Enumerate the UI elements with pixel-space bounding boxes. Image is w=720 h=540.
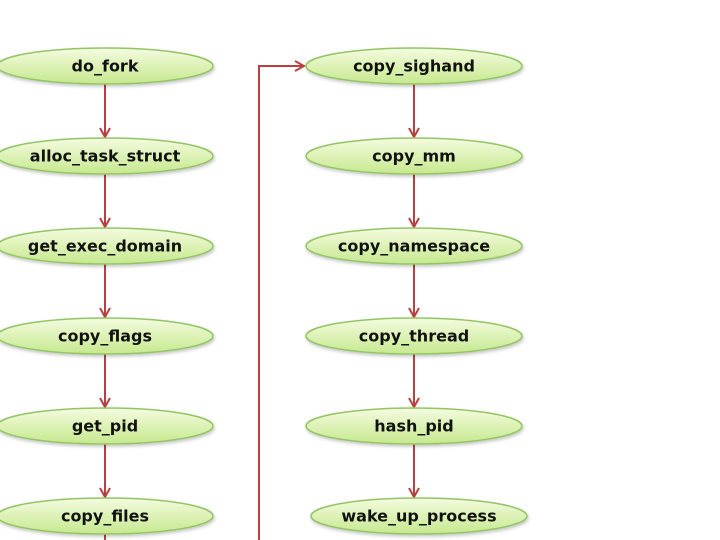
node-label: copy_sighand <box>353 57 475 76</box>
node-label: copy_thread <box>359 327 469 346</box>
node-label: hash_pid <box>374 417 454 436</box>
node-shape <box>0 317 214 355</box>
node-shape <box>305 227 523 265</box>
node-label: get_pid <box>72 417 138 436</box>
node-get-exec-domain: get_exec_domain <box>0 227 214 265</box>
node-shape <box>305 47 523 85</box>
node-copy-thread: copy_thread <box>305 317 523 355</box>
node-label: alloc_task_struct <box>30 147 181 166</box>
node-label: copy_files <box>61 507 149 526</box>
nodes-layer: do_forkalloc_task_structget_exec_domainc… <box>0 47 528 535</box>
node-label: do_fork <box>72 57 139 76</box>
node-label: copy_flags <box>58 327 152 346</box>
node-label: wake_up_process <box>341 507 496 526</box>
edge-copy-files-to-copy-sighand <box>104 66 304 540</box>
node-wake-up-process: wake_up_process <box>310 497 528 535</box>
node-shape <box>305 407 523 445</box>
node-copy-flags: copy_flags <box>0 317 214 355</box>
node-do-fork: do_fork <box>0 47 214 85</box>
node-shape <box>0 47 214 85</box>
node-label: copy_namespace <box>338 237 490 256</box>
node-shape <box>0 407 214 445</box>
node-alloc-task-struct: alloc_task_struct <box>0 137 214 175</box>
node-shape <box>305 317 523 355</box>
node-shape <box>0 137 214 175</box>
node-shape <box>0 497 214 535</box>
node-label: get_exec_domain <box>28 237 182 256</box>
edges-layer <box>105 66 414 540</box>
node-copy-sighand: copy_sighand <box>305 47 523 85</box>
node-shape <box>305 137 523 175</box>
node-shape <box>0 227 214 265</box>
node-copy-files: copy_files <box>0 497 214 535</box>
node-copy-namespace: copy_namespace <box>305 227 523 265</box>
node-label: copy_mm <box>372 147 456 166</box>
node-hash-pid: hash_pid <box>305 407 523 445</box>
node-copy-mm: copy_mm <box>305 137 523 175</box>
node-get-pid: get_pid <box>0 407 214 445</box>
node-shape <box>310 497 528 535</box>
